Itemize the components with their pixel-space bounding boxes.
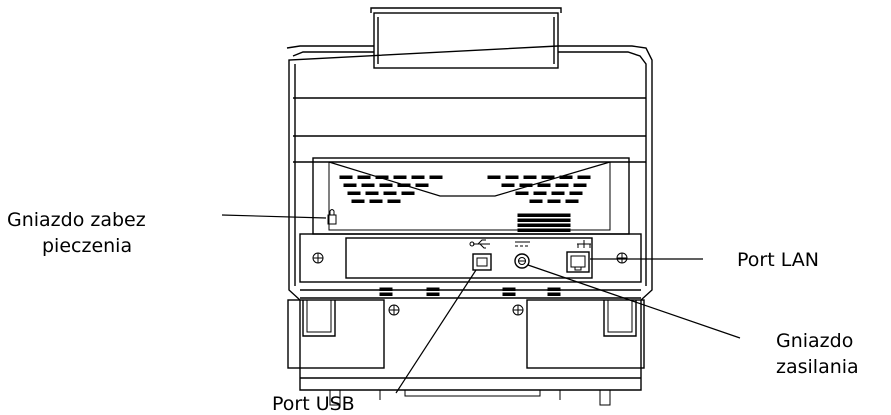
vent-slot	[379, 287, 393, 291]
top-paper-tray	[370, 7, 562, 69]
vent-slot	[517, 223, 571, 227]
vent-slot	[501, 183, 515, 187]
scanner-body	[286, 45, 653, 391]
vent-slot	[361, 183, 375, 187]
vent-slot	[569, 191, 583, 195]
usb-icon	[469, 239, 490, 249]
power-label-line1: Gniazdo	[776, 330, 854, 352]
vent-slot	[379, 292, 393, 296]
vent-slot	[393, 175, 407, 179]
vent-slot	[565, 199, 579, 203]
vent-slot	[533, 191, 547, 195]
screw	[312, 252, 324, 264]
vent-slots	[339, 175, 591, 296]
screw	[388, 304, 400, 316]
vent-slot	[383, 191, 397, 195]
rear-port-panel	[299, 233, 642, 283]
security-slot-label-line2: pieczenia	[42, 235, 133, 257]
vent-slot	[519, 183, 533, 187]
screws	[312, 252, 628, 316]
vent-slot	[547, 292, 561, 296]
vent-slot	[551, 191, 565, 195]
usb-label: Port USB	[272, 393, 355, 415]
vent-slot	[487, 175, 501, 179]
vent-slot	[517, 213, 571, 217]
vent-slot	[365, 191, 379, 195]
security-slot-label-line1: Gniazdo zabez	[7, 209, 146, 231]
vent-slot	[429, 175, 443, 179]
vent-slot	[505, 175, 519, 179]
security-slot-leader	[221, 214, 327, 219]
vent-slot	[502, 292, 516, 296]
power-icon	[515, 241, 530, 247]
vent-slot	[517, 228, 571, 232]
vent-slot	[523, 175, 537, 179]
screw	[512, 304, 524, 316]
power-label-line2: zasilania	[776, 356, 859, 378]
vent-slot	[375, 175, 389, 179]
vent-slot	[415, 183, 429, 187]
vent-slot	[339, 175, 353, 179]
vent-slot	[379, 183, 393, 187]
vent-slot	[517, 218, 571, 222]
usb-port	[472, 253, 492, 271]
bottom-compartments	[287, 299, 645, 406]
vent-slot	[411, 175, 425, 179]
vent-slot	[426, 287, 440, 291]
vent-slot	[351, 199, 365, 203]
vent-slot	[343, 183, 357, 187]
vent-slot	[541, 175, 555, 179]
lan-label: Port LAN	[737, 249, 819, 271]
vent-panel	[312, 157, 630, 235]
vent-slot	[347, 191, 361, 195]
vent-slot	[357, 175, 371, 179]
vent-slot	[547, 287, 561, 291]
vent-slot	[426, 292, 440, 296]
power-socket	[514, 253, 530, 269]
vent-slot	[577, 175, 591, 179]
power-leader	[527, 264, 741, 339]
vent-slot	[387, 199, 401, 203]
screw	[616, 252, 628, 264]
vent-slot	[397, 183, 411, 187]
leader-lines	[221, 214, 741, 394]
vent-slot	[555, 183, 569, 187]
lan-port	[566, 251, 590, 273]
lock-icon	[327, 209, 337, 225]
vent-slot	[369, 199, 383, 203]
vent-slot	[547, 199, 561, 203]
vent-slot	[529, 199, 543, 203]
vent-slot	[401, 191, 415, 195]
vent-slot	[537, 183, 551, 187]
usb-leader	[395, 269, 477, 394]
vent-slot	[515, 191, 529, 195]
vent-slot	[559, 175, 573, 179]
network-icon	[577, 240, 591, 248]
vent-slot	[502, 287, 516, 291]
vent-slot	[573, 183, 587, 187]
